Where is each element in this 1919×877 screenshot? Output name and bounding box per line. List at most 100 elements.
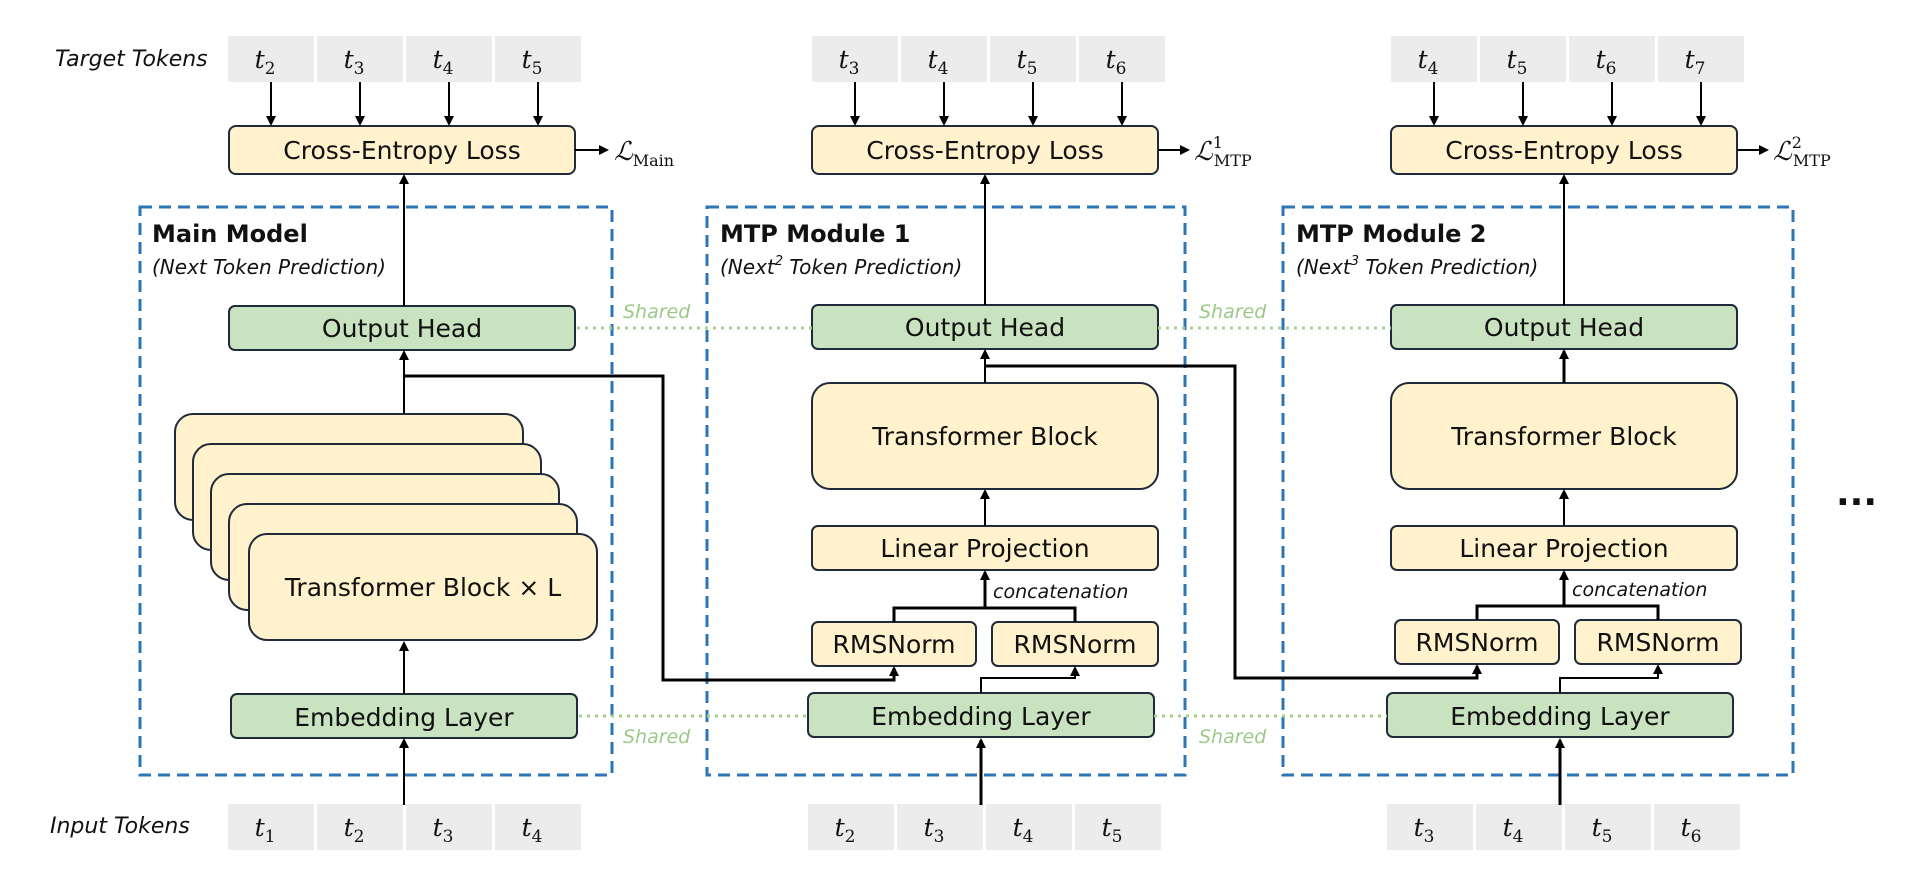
mtp2-target-token-3: t6: [1596, 45, 1617, 79]
mtp1-target-token-4: t6: [1106, 45, 1127, 79]
mtp2-target-cell-2: [1480, 36, 1566, 82]
mtp1-to-mtp2-hidden-connector: [985, 364, 1482, 680]
mtp2-input-cell-1: [1387, 804, 1473, 850]
main-input-token-1: t1: [255, 813, 276, 847]
mtp1-target-tokens: t3 t4 t5 t6: [812, 36, 1165, 82]
main-model-subtitle: (Next Token Prediction): [152, 255, 386, 279]
mtp1-input-token-1: t2: [835, 813, 856, 847]
main-transformer-label: Transformer Block × L: [284, 573, 561, 602]
main-input-token-3: t3: [433, 813, 454, 847]
mtp2-embed-to-rmsnorm-arrow: [1559, 664, 1663, 693]
main-transformer-block: [248, 533, 598, 641]
mtp1-loss-label: Cross-Entropy Loss: [866, 136, 1103, 165]
input-tokens-label: Input Tokens: [50, 814, 190, 839]
mtp2-input-token-1: t3: [1414, 813, 1435, 847]
main-model-title: Main Model: [152, 220, 308, 248]
main-target-tokens: t2 t3 t4 t5: [228, 36, 581, 82]
mtp1-embedding-label: Embedding Layer: [871, 702, 1091, 731]
mtp1-frame: [705, 205, 1187, 777]
mtp1-title: MTP Module 1: [720, 220, 910, 248]
mtp2-linear-label: Linear Projection: [1459, 534, 1668, 563]
mtp2-subtitle: (Next3 Token Prediction): [1296, 254, 1538, 279]
main-embedding-label: Embedding Layer: [294, 703, 514, 732]
mtp2-target-token-4: t7: [1685, 45, 1706, 79]
mtp1-transformer-label: Transformer Block: [871, 422, 1098, 451]
mtp1-target-token-2: t4: [928, 45, 949, 79]
main-target-token-4: t5: [522, 45, 543, 79]
main-loss-symbol: ℒMain: [614, 137, 674, 170]
mtp2-target-cell-4: [1658, 36, 1744, 82]
main-to-mtp1-hidden-connector: [404, 374, 899, 682]
mtp2-input-cell-2: [1476, 804, 1562, 850]
mtp1-target-cell-2: [901, 36, 987, 82]
mtp1-subtitle: (Next2 Token Prediction): [720, 254, 962, 279]
main-input-cell-4: [495, 804, 581, 850]
main-target-token-2: t3: [344, 45, 365, 79]
shared-embed-label-1: Shared: [623, 726, 691, 748]
mtp1-input-cell-2: [897, 804, 983, 850]
mtp2-input-token-2: t4: [1503, 813, 1524, 847]
main-output-head-label: Output Head: [322, 314, 482, 343]
mtp2-target-token-1: t4: [1418, 45, 1439, 79]
main-input-cell-1: [228, 804, 314, 850]
mtp2-target-cell-3: [1569, 36, 1655, 82]
mtp1-input-token-4: t5: [1102, 813, 1123, 847]
mtp2-input-tokens: t3 t4 t5 t6: [1387, 804, 1740, 850]
shared-embed-label-2: Shared: [1199, 726, 1267, 748]
mtp1-target-token-1: t3: [839, 45, 860, 79]
main-input-cell-2: [317, 804, 403, 850]
mtp1-target-cell-3: [990, 36, 1076, 82]
mtp1-rmsnorm-left-label: RMSNorm: [833, 630, 956, 659]
main-input-tokens: t1 t2 t3 t4: [228, 804, 581, 850]
mtp1-input-cell-1: [808, 804, 894, 850]
main-target-cell-4: [495, 36, 581, 82]
more-modules-ellipsis: ...: [1836, 473, 1877, 514]
main-input-cell-3: [406, 804, 492, 850]
mtp2-concat-label: concatenation: [1572, 579, 1707, 601]
mtp2-loss-label: Cross-Entropy Loss: [1445, 136, 1682, 165]
mtp2-target-tokens: t4 t5 t6 t7: [1391, 36, 1744, 82]
main-target-token-3: t4: [433, 45, 454, 79]
mtp1-linear-label: Linear Projection: [880, 534, 1089, 563]
main-target-cell-2: [317, 36, 403, 82]
target-arrows: [266, 82, 1706, 126]
shared-head-label-1: Shared: [623, 301, 691, 323]
shared-head-label-2: Shared: [1199, 301, 1267, 323]
main-target-cell-3: [406, 36, 492, 82]
mtp1-input-token-3: t4: [1013, 813, 1034, 847]
mtp2-input-cell-3: [1565, 804, 1651, 850]
mtp1-embed-to-rmsnorm-arrow: [980, 666, 1080, 693]
mtp2-transformer-label: Transformer Block: [1450, 422, 1677, 451]
main-target-token-1: t2: [255, 45, 276, 79]
mtp1-output-head-label: Output Head: [905, 313, 1065, 342]
mtp1-concat-line: [892, 606, 1077, 622]
mtp2-embedding-label: Embedding Layer: [1450, 702, 1670, 731]
mtp2-target-cell-1: [1391, 36, 1477, 82]
mtp1-target-token-3: t5: [1017, 45, 1038, 79]
main-model-frame: [138, 205, 614, 777]
mtp1-rmsnorm-right-label: RMSNorm: [1014, 630, 1137, 659]
mtp1-target-cell-1: [812, 36, 898, 82]
target-tokens-label: Target Tokens: [55, 47, 208, 72]
main-input-token-2: t2: [344, 813, 365, 847]
main-loss-label: Cross-Entropy Loss: [283, 136, 520, 165]
mtp2-frame: [1281, 205, 1795, 777]
main-input-token-4: t4: [522, 813, 543, 847]
mtp1-target-cell-4: [1079, 36, 1165, 82]
mtp2-input-token-4: t6: [1681, 813, 1702, 847]
mtp2-target-token-2: t5: [1507, 45, 1528, 79]
mtp2-rmsnorm-left-label: RMSNorm: [1416, 628, 1539, 657]
main-target-cell-1: [228, 36, 314, 82]
mtp2-concat-line: [1475, 604, 1660, 620]
mtp1-input-cell-3: [986, 804, 1072, 850]
mtp2-output-head-label: Output Head: [1484, 313, 1644, 342]
mtp2-input-token-3: t5: [1592, 813, 1613, 847]
mtp2-title: MTP Module 2: [1296, 220, 1486, 248]
mtp1-concat-label: concatenation: [993, 581, 1128, 603]
mtp2-rmsnorm-right-label: RMSNorm: [1597, 628, 1720, 657]
